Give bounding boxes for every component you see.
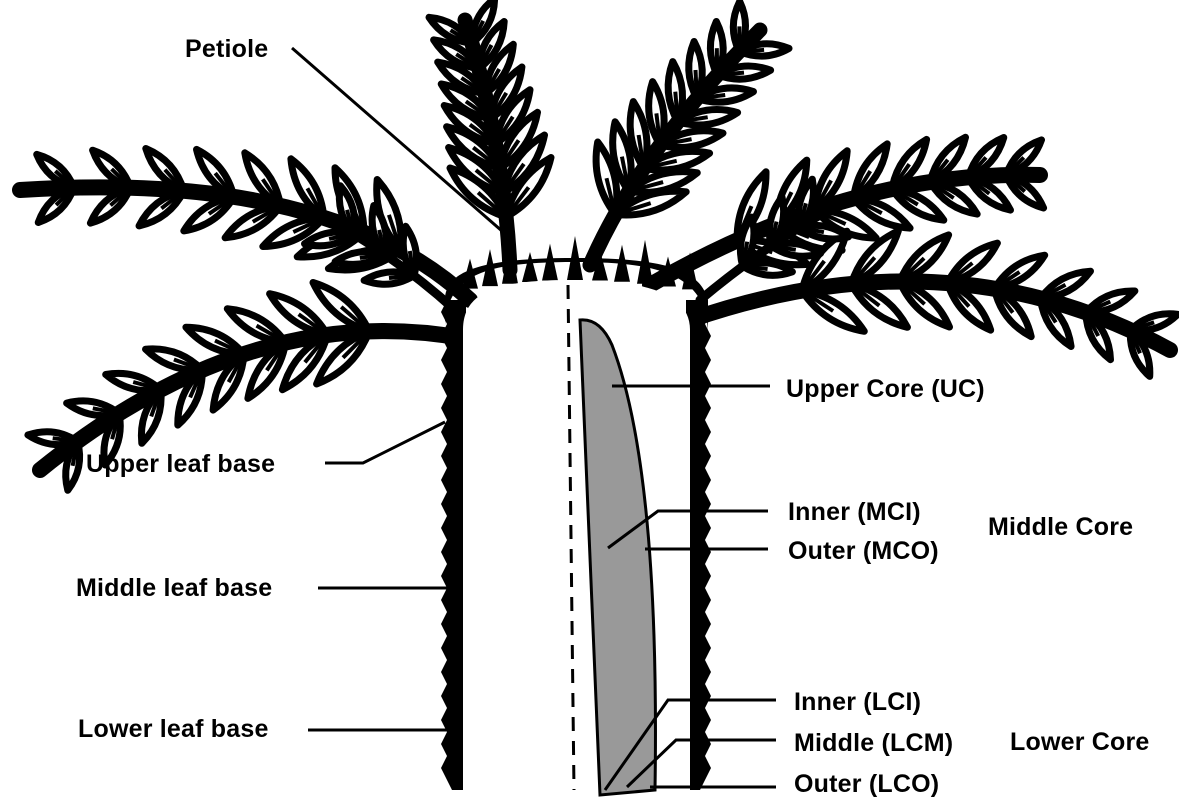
- label-middle-core: Middle Core: [988, 515, 1133, 540]
- label-lower-core: Lower Core: [1010, 730, 1150, 755]
- label-middle-core-outer: Outer (MCO): [788, 539, 939, 564]
- label-middle-core-inner: Inner (MCI): [788, 500, 921, 525]
- label-lower-core-inner: Inner (LCI): [794, 690, 921, 715]
- label-upper-leaf-base: Upper leaf base: [86, 452, 275, 477]
- frond-1: [429, 0, 551, 270]
- label-lower-core-middle: Middle (LCM): [794, 731, 953, 756]
- label-lower-core-outer: Outer (LCO): [794, 772, 939, 797]
- label-upper-core: Upper Core (UC): [786, 377, 985, 402]
- label-lower-leaf-base: Lower leaf base: [78, 717, 269, 742]
- upper-leaf-base-leader: [325, 422, 445, 463]
- crown-spike-4: [522, 252, 538, 282]
- label-petiole: Petiole: [185, 37, 268, 62]
- label-middle-leaf-base: Middle leaf base: [76, 576, 272, 601]
- left-leaf-base-band: [441, 300, 466, 790]
